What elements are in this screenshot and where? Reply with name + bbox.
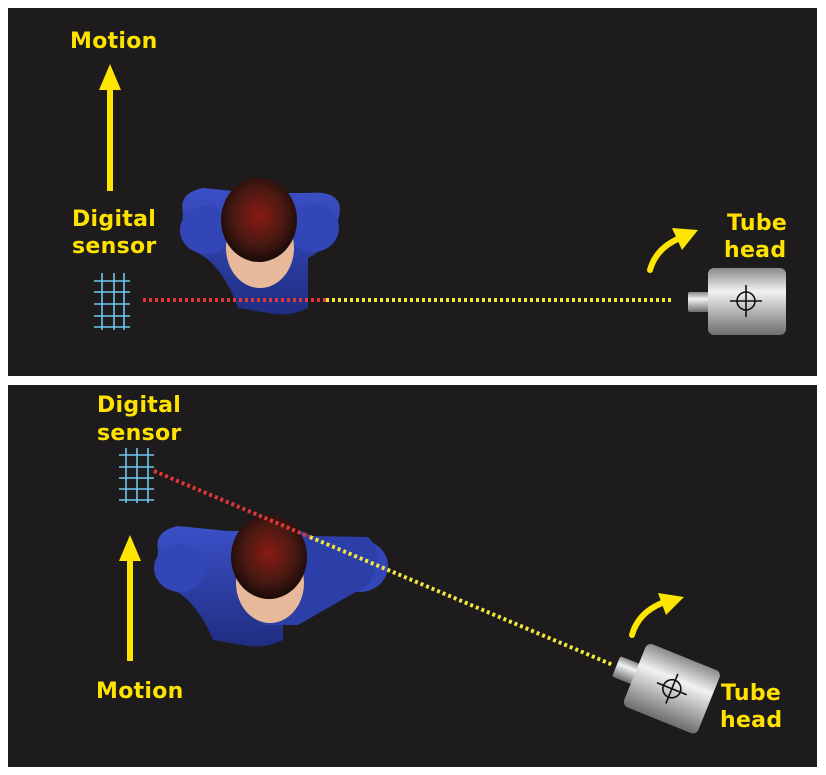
top-panel: Motion Digital sensor Tube head: [8, 8, 817, 376]
sensor-label-line2: sensor: [97, 421, 182, 446]
tube-label-line1: Tube: [727, 211, 788, 236]
tube-label-line1: Tube: [721, 681, 782, 706]
sensor-label-line1: Digital: [97, 393, 182, 418]
motion-arrow-icon: [119, 535, 141, 661]
beam-yellow-segment: [309, 535, 614, 667]
sensor-label-line1: Digital: [72, 207, 157, 232]
motion-arrow-icon: [99, 64, 121, 191]
motion-label: Motion: [70, 29, 158, 54]
tube-label-line2: head: [720, 708, 783, 733]
person-figure: [154, 515, 388, 647]
tube-head: [688, 268, 786, 335]
rotation-arrow-icon: [647, 228, 698, 273]
digital-sensor-grid-icon: [119, 448, 154, 503]
motion-label: Motion: [96, 679, 184, 704]
tube-head: [612, 644, 720, 734]
crosshair-icon: [730, 285, 762, 317]
beam-red-segment: [153, 469, 311, 539]
sensor-label-line2: sensor: [72, 234, 157, 259]
person-figure: [180, 178, 340, 315]
crosshair-icon: [656, 673, 687, 704]
bottom-panel: Digital sensor Motion Tube head: [8, 385, 817, 767]
bottom-scene: [100, 448, 720, 743]
top-scene: [94, 64, 786, 335]
digital-sensor-grid-icon: [94, 273, 130, 330]
tube-label-line2: head: [724, 238, 787, 263]
rotation-arrow-icon: [629, 593, 684, 638]
